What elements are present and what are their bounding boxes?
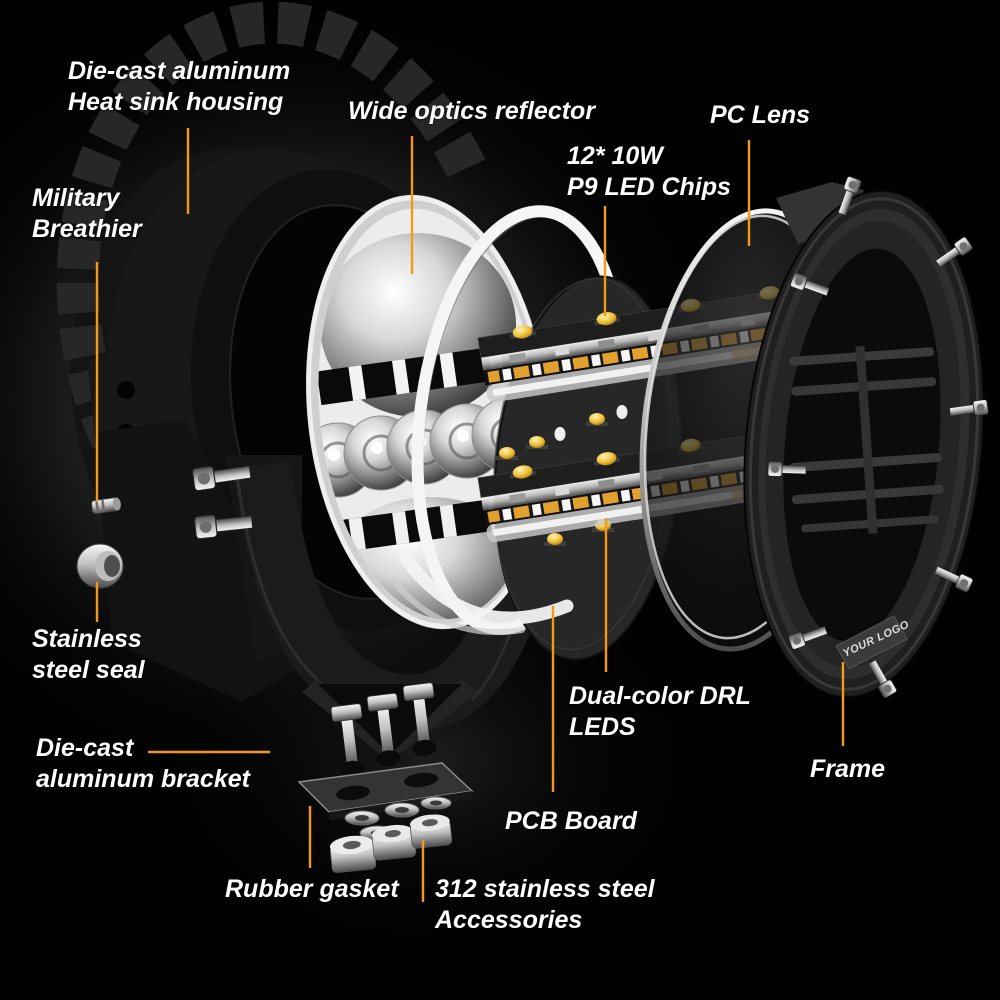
label-line: LEDS <box>569 713 636 741</box>
label-line: Heat sink housing <box>68 88 284 116</box>
chrome-highlight-illustration <box>393 551 574 636</box>
label-frame: Frame <box>810 754 885 785</box>
label-reflector: Wide optics reflector <box>348 96 595 127</box>
label-drl-leds: Dual-color DRL LEDS <box>569 681 751 743</box>
accessories-nuts-illustration <box>329 796 453 874</box>
breather-screw-illustration <box>91 497 121 514</box>
label-bracket: Die-cast aluminum bracket <box>36 733 250 795</box>
label-line: Frame <box>810 755 886 783</box>
frame-illustration: YOUR LOGO <box>743 175 990 700</box>
label-line: Accessories <box>435 906 583 934</box>
stainless-seal-illustration <box>76 543 124 589</box>
label-line: 12* 10W <box>567 142 663 170</box>
label-line: Military <box>32 184 120 212</box>
label-line: Rubber gasket <box>225 875 399 903</box>
mounting-bolts-illustration <box>330 682 437 777</box>
label-line: PC Lens <box>710 101 811 129</box>
label-heat-sink-housing: Die-cast aluminum Heat sink housing <box>68 56 290 118</box>
label-accessories: 312 stainless steel Accessories <box>435 874 655 936</box>
leader-lines <box>95 128 845 902</box>
label-line: Stainless <box>32 625 142 653</box>
frame-grid-illustration <box>789 345 944 534</box>
label-line: Wide optics reflector <box>348 97 596 125</box>
label-led-chips: 12* 10W P9 LED Chips <box>567 141 731 203</box>
label-rubber-gasket: Rubber gasket <box>225 874 399 905</box>
label-pcb-board: PCB Board <box>505 806 637 837</box>
label-military-breather: Military Breathier <box>32 183 142 245</box>
label-line: Breathier <box>32 215 142 243</box>
label-line: Die-cast <box>36 734 134 762</box>
label-line: Die-cast aluminum <box>68 57 291 85</box>
label-pc-lens: PC Lens <box>710 100 810 131</box>
label-line: aluminum bracket <box>36 765 250 793</box>
label-line: steel seal <box>32 656 145 684</box>
label-line: 312 stainless steel <box>435 875 655 903</box>
label-line: P9 LED Chips <box>567 173 731 201</box>
label-line: PCB Board <box>505 807 637 835</box>
label-line: Dual-color DRL <box>569 682 751 710</box>
label-stainless-seal: Stainless steel seal <box>32 624 145 686</box>
